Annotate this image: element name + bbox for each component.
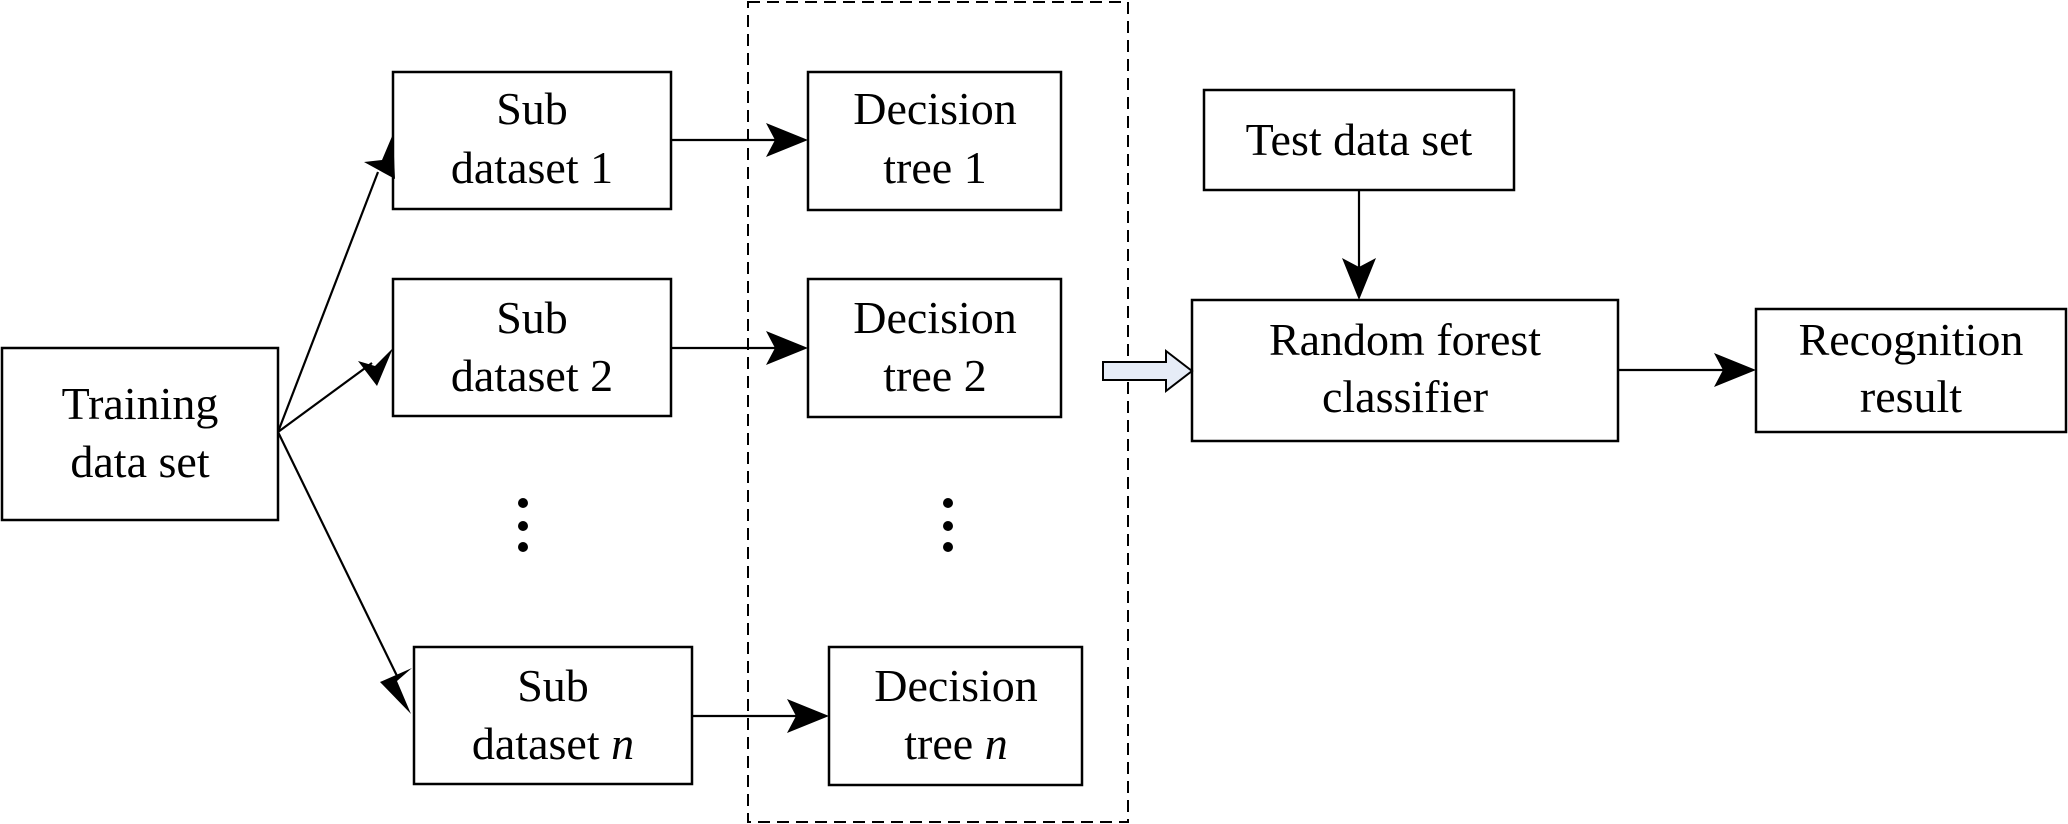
test-data-set-node: Test data set bbox=[1202, 88, 1516, 192]
subn-label-line2: dataset n bbox=[472, 718, 634, 769]
tree2-label-line2: tree 2 bbox=[883, 350, 986, 401]
sub1-label-line2: dataset 1 bbox=[451, 142, 613, 193]
arrow-training-to-sub2 bbox=[277, 348, 393, 433]
sub-dataset-2-node: Sub dataset 2 bbox=[391, 277, 673, 418]
arrow-training-to-sub1 bbox=[276, 134, 395, 433]
sub-dataset-1-node: Sub dataset 1 bbox=[391, 70, 673, 211]
decision-tree-n-node: Decision tree n bbox=[827, 645, 1084, 787]
training-label-line1: Training bbox=[62, 378, 219, 429]
sub1-label-line1: Sub bbox=[496, 83, 568, 134]
arrow-sub2-to-tree2 bbox=[671, 331, 808, 365]
tree2-label-line1: Decision bbox=[853, 292, 1017, 343]
decision-tree-2-node: Decision tree 2 bbox=[806, 277, 1063, 419]
ellipsis-decision-trees bbox=[943, 498, 953, 552]
treen-label-var: n bbox=[985, 718, 1008, 769]
subn-label-line1: Sub bbox=[517, 660, 589, 711]
tree1-label-line2: tree 1 bbox=[883, 142, 986, 193]
tree1-label-line1: Decision bbox=[853, 83, 1017, 134]
hollow-arrow-trees-to-classifier bbox=[1102, 348, 1194, 394]
recognition-result-node: Recognition result bbox=[1754, 307, 2068, 434]
training-label-line2: data set bbox=[70, 436, 209, 487]
arrow-sub1-to-tree1 bbox=[671, 123, 808, 157]
random-forest-classifier-node: Random forest classifier bbox=[1190, 298, 1620, 443]
arrow-subn-to-treen bbox=[692, 699, 829, 733]
sub2-label-line2: dataset 2 bbox=[451, 350, 613, 401]
sub2-label-line1: Sub bbox=[496, 292, 568, 343]
arrow-classifier-to-result bbox=[1618, 353, 1756, 387]
treen-label-line1: Decision bbox=[874, 660, 1038, 711]
sub-dataset-n-node: Sub dataset n bbox=[412, 645, 694, 786]
arrow-test-to-classifier bbox=[1342, 190, 1376, 300]
subn-label-var: n bbox=[611, 718, 634, 769]
ellipsis-sub-datasets bbox=[518, 498, 528, 552]
rf-label-line2: classifier bbox=[1322, 371, 1488, 422]
result-label-line1: Recognition bbox=[1799, 314, 2024, 365]
subn-label-text: dataset bbox=[472, 718, 611, 769]
arrow-training-to-subn bbox=[277, 431, 412, 714]
treen-label-line2: tree n bbox=[904, 718, 1007, 769]
treen-label-text: tree bbox=[904, 718, 984, 769]
decision-tree-1-node: Decision tree 1 bbox=[806, 70, 1063, 212]
rf-label-line1: Random forest bbox=[1269, 314, 1541, 365]
test-label: Test data set bbox=[1246, 114, 1473, 165]
training-data-set-node: Training data set bbox=[0, 346, 280, 522]
decision-trees-group bbox=[747, 1, 1129, 823]
result-label-line2: result bbox=[1860, 371, 1962, 422]
